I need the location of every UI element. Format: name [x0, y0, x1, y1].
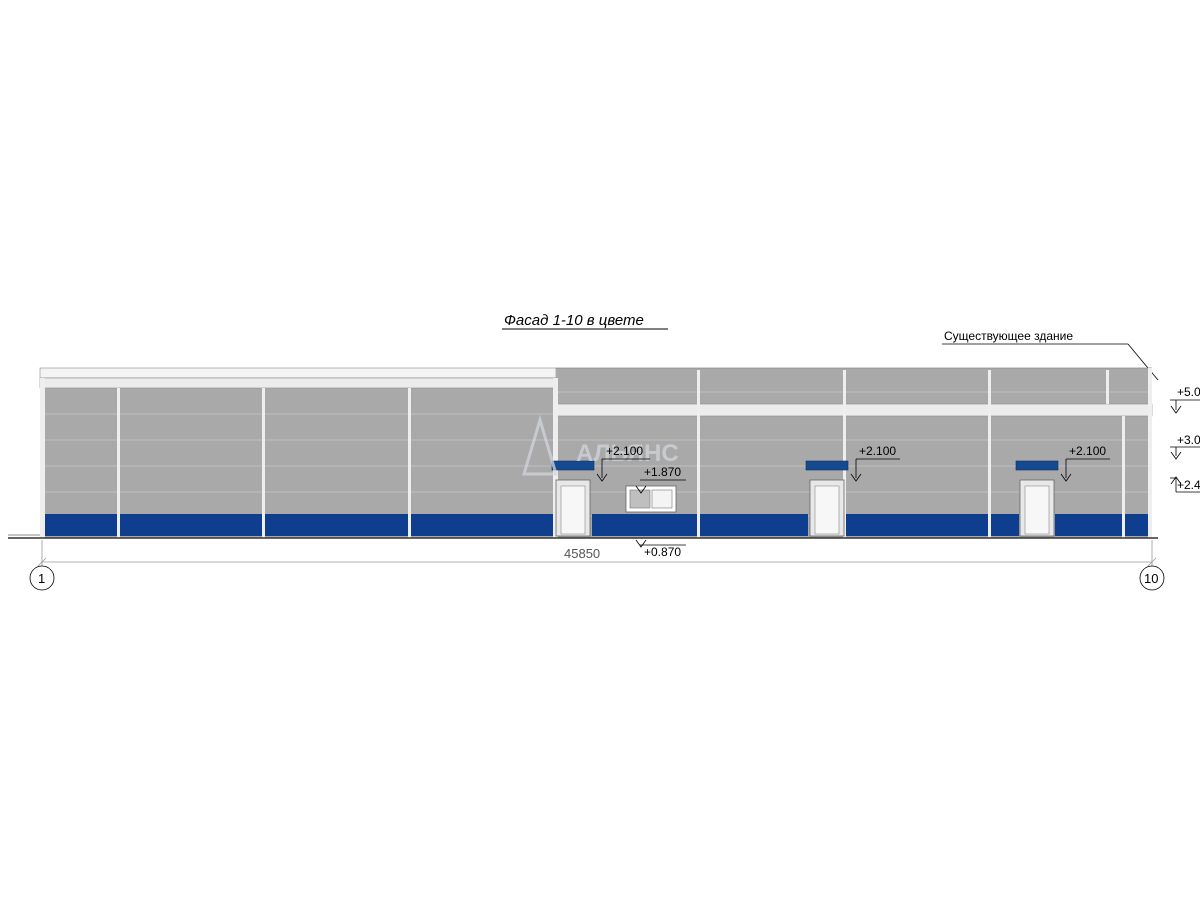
mark-right-mid: +3.0	[1177, 433, 1200, 447]
pilasters	[40, 368, 1152, 538]
axis-label-right: 10	[1144, 571, 1158, 586]
axis-marker-left: 1	[29, 565, 55, 591]
door-2	[805, 460, 849, 537]
dimension-line: 45850	[37, 540, 1157, 567]
right-cornice	[555, 403, 1153, 417]
left-block-wall	[40, 368, 556, 538]
left-parapet	[39, 367, 557, 379]
door-3-canopy	[1015, 460, 1059, 471]
axis-label-left: 1	[38, 571, 45, 586]
left-cornice	[39, 377, 557, 389]
mark-door-1-top: +2.100	[606, 444, 643, 458]
mark-right-top: +5.0	[1177, 385, 1200, 399]
elevation-marks: +2.100 +1.870 +0.870 +2.100 +2.100 +5.0 …	[596, 385, 1200, 559]
mark-window-bottom: +0.870	[644, 545, 681, 559]
mark-window-top: +1.870	[644, 465, 681, 479]
door-2-canopy	[805, 460, 849, 471]
building	[8, 367, 1158, 539]
mark-door-3-top: +2.100	[1069, 444, 1106, 458]
existing-building-label: Существующее здание	[944, 329, 1073, 343]
window	[625, 485, 677, 513]
mark-right-low: +2.4	[1177, 478, 1200, 492]
door-1	[551, 460, 595, 537]
watermark-text: АЛЬЯНС	[576, 440, 679, 467]
plinth-band	[45, 514, 1148, 536]
watermark-logo: АЛЬЯНС	[521, 414, 679, 476]
axis-marker-right: 10	[1139, 565, 1165, 591]
dimension-value: 45850	[564, 546, 600, 561]
mark-door-2-top: +2.100	[859, 444, 896, 458]
existing-building-leader-diagonal	[1127, 343, 1159, 381]
door-3	[1015, 460, 1059, 537]
drawing-title: Фасад 1-10 в цвете	[504, 312, 644, 329]
